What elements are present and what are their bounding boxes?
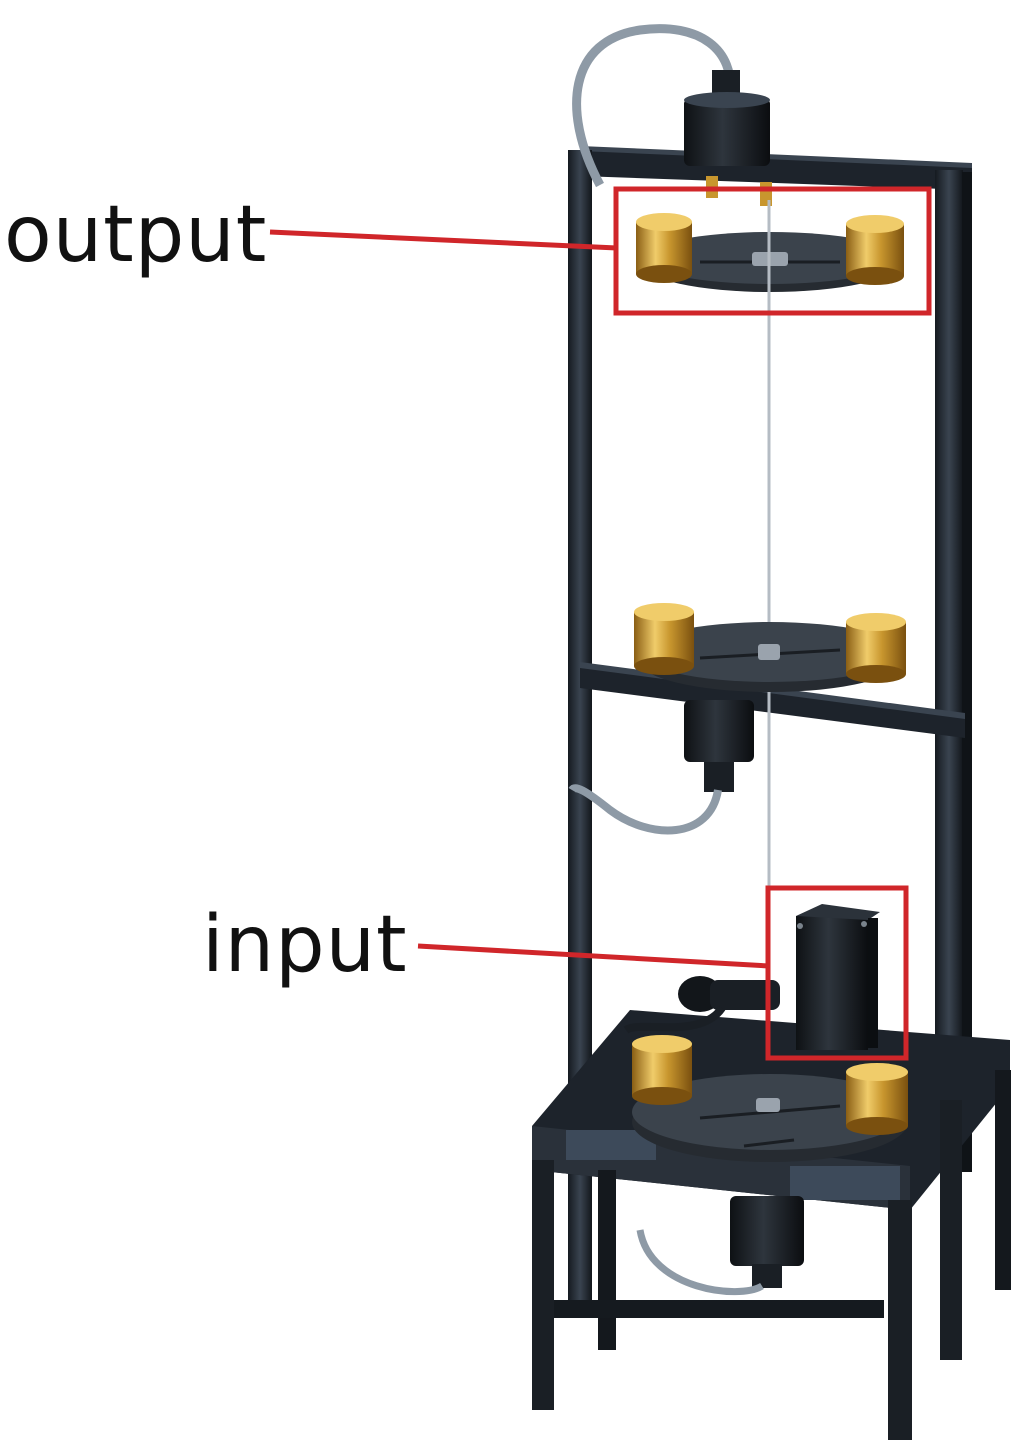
top-crossbar <box>580 148 972 190</box>
motor-connector <box>623 976 780 1034</box>
right-post <box>935 170 963 1170</box>
top-encoder <box>572 24 772 206</box>
middle-brass-weight-left <box>634 603 694 675</box>
output-label: output <box>4 190 268 280</box>
output-highlight-box <box>613 186 932 316</box>
base-leg-front-left <box>532 1160 554 1410</box>
input-label: input <box>202 900 408 990</box>
bottom-brass-weight-left <box>632 1035 692 1105</box>
bottom-cable <box>636 1229 764 1296</box>
middle-brass-weight-right <box>846 613 906 683</box>
top-cable <box>572 24 735 188</box>
input-callout <box>417 885 909 1061</box>
bottom-brass-weight-right <box>846 1063 908 1135</box>
base-leg-front-right <box>888 1200 912 1440</box>
input-leader-line <box>417 943 770 969</box>
bottom-encoder <box>730 1196 804 1266</box>
drive-motor <box>796 904 880 1050</box>
top-brass-weight-left <box>636 213 692 283</box>
middle-cable <box>568 784 722 835</box>
middle-disk-assembly <box>568 603 906 835</box>
output-callout <box>269 186 932 316</box>
middle-encoder <box>684 700 754 762</box>
output-leader-line <box>269 229 618 251</box>
input-highlight-box <box>765 885 909 1061</box>
middle-crossbar <box>580 666 965 738</box>
top-brass-weight-right <box>846 215 904 285</box>
